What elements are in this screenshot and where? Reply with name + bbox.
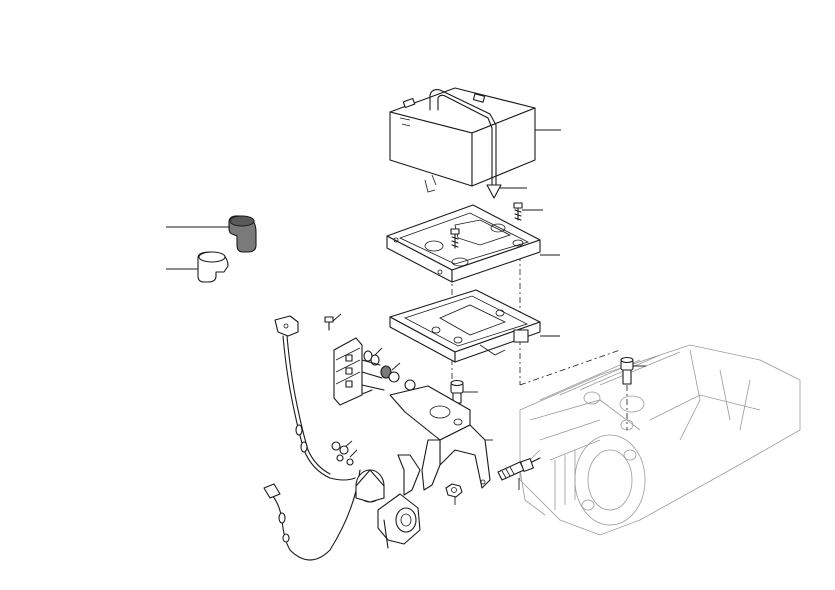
strap-screw (513, 202, 523, 221)
ignition-coil (355, 469, 421, 549)
upper-mounting-tray (386, 204, 541, 283)
wiring-harness (263, 315, 373, 561)
nut (445, 483, 463, 498)
spacer-post (450, 379, 464, 404)
connector-boot-dark (228, 215, 257, 253)
retaining-strap (429, 89, 502, 199)
sensor-bolt (497, 457, 541, 481)
stud-bolt-right (620, 356, 634, 385)
control-module (389, 87, 536, 193)
harness-connector (333, 337, 385, 406)
tray-screw (450, 228, 460, 249)
engine-block (519, 344, 801, 536)
connector-boot-light (197, 251, 229, 283)
support-bracket (389, 385, 491, 496)
lower-mounting-bracket (389, 289, 541, 363)
